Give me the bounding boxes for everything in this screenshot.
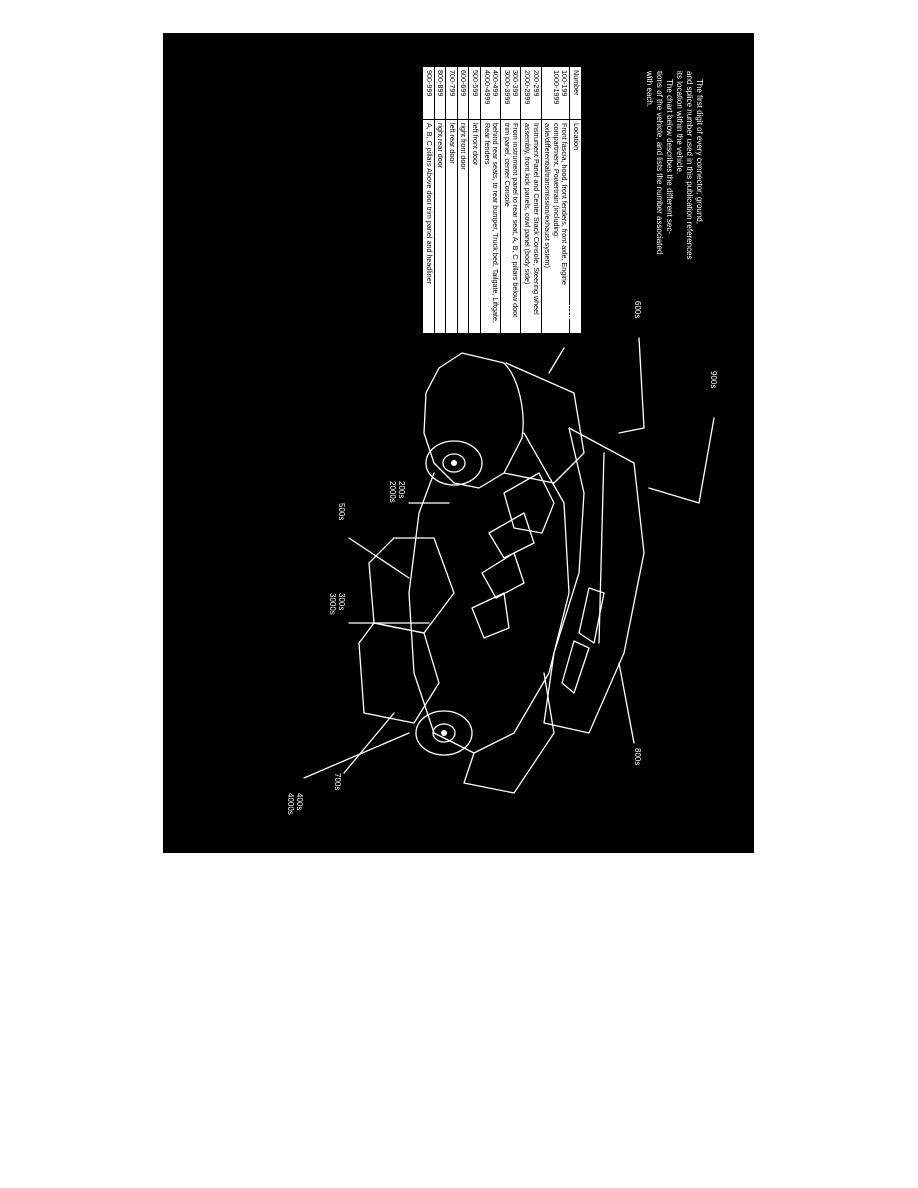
rear-wheel-hub (432, 723, 456, 743)
zone-label-700s: 700s (333, 773, 342, 791)
zone-label-800s: 800s (633, 748, 642, 766)
front-wheel-center (451, 460, 457, 466)
left-front-door (368, 537, 455, 634)
rear-cargo (463, 672, 555, 794)
zone-label-900s: 900s (709, 371, 718, 389)
vehicle-front-end (423, 352, 524, 489)
seat (481, 552, 525, 599)
rotated-content: The first digit of every connector, grou… (163, 33, 754, 853)
zone-label-100s: 100s 1000s (556, 303, 574, 325)
leader-line (348, 537, 410, 579)
roof-panel (543, 427, 645, 734)
rear-wheel (415, 710, 473, 756)
leader-line (303, 732, 410, 779)
seat (488, 512, 535, 559)
leader-line (648, 417, 715, 504)
front-wheel (425, 440, 483, 486)
instrument-panel (503, 472, 555, 534)
window (561, 640, 590, 694)
hood-raised (503, 362, 585, 484)
vehicle-illustration (303, 337, 715, 794)
zone-label-600s: 600s (633, 301, 642, 319)
zone-label-300s: 300s 3000s (328, 593, 346, 615)
leader-line (618, 662, 635, 744)
rear-wheel-center (441, 730, 447, 736)
diagram-frame: The first digit of every connector, grou… (163, 33, 754, 853)
front-wheel-hub (442, 453, 466, 473)
leader-line (618, 337, 645, 434)
seat (471, 592, 510, 639)
leader-line (343, 712, 395, 774)
zone-label-400s: 400s 4000s (286, 793, 304, 815)
zone-label-200s: 200s 2000s (388, 481, 406, 503)
window (578, 587, 605, 644)
left-rear-door (358, 622, 440, 724)
leader-line (548, 347, 565, 374)
zone-label-500s: 500s (337, 503, 346, 521)
